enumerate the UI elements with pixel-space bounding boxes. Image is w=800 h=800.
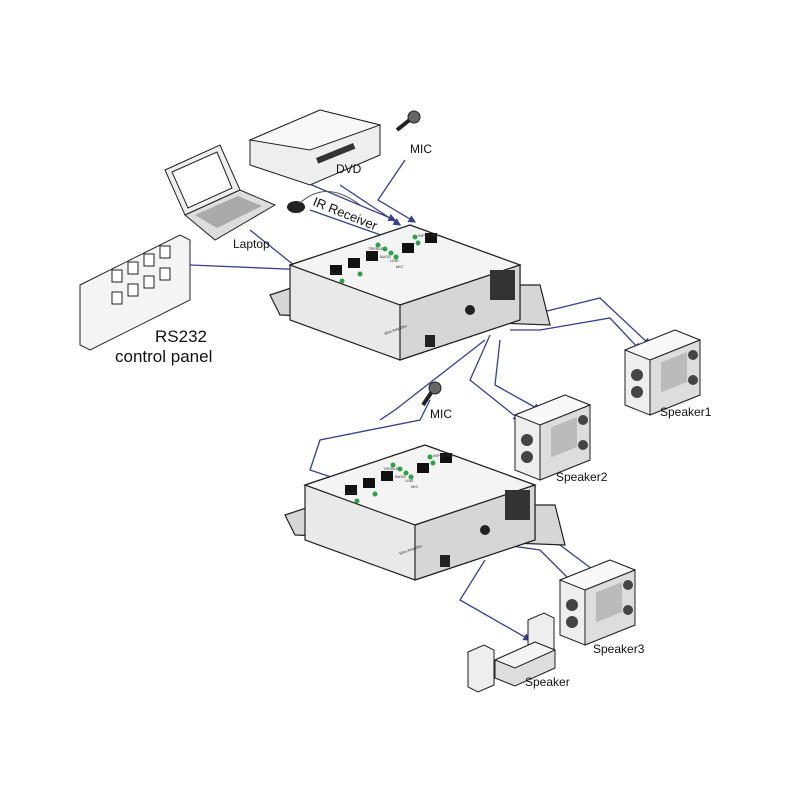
amp1-treble-label: TREBLE — [368, 246, 384, 251]
amp2-treble-label: TREBLE — [383, 466, 399, 471]
dvd-player — [248, 109, 382, 186]
rs232-label: RS232 — [155, 327, 207, 346]
stereo-speaker-system — [467, 612, 557, 693]
mic-bottom-label: MIC — [430, 407, 452, 421]
mic-top-label: MIC — [410, 142, 432, 156]
control-panel-label: control panel — [115, 347, 212, 366]
amp1-bass-label: BASS — [380, 254, 391, 259]
amp2-line-label: LINE — [405, 478, 414, 483]
amp2-mute-label: MUTE — [345, 490, 357, 495]
speaker1 — [624, 329, 701, 416]
mini-amplifier-1 — [269, 224, 551, 361]
microphone-icon — [395, 110, 421, 132]
speaker1-label: Speaker1 — [660, 405, 712, 419]
speaker2-label: Speaker2 — [556, 470, 608, 484]
microphone-icon — [421, 381, 442, 407]
amp2-bass-label: BASS — [395, 474, 406, 479]
speaker2 — [514, 394, 591, 481]
speaker3-label: Speaker3 — [593, 642, 645, 656]
amp1-line-label: LINE — [390, 258, 399, 263]
laptop-label: Laptop — [233, 237, 270, 251]
speaker3 — [559, 559, 636, 646]
amp2-input-sel-label: INPUT SEL — [433, 453, 454, 458]
ir-receiver-icon — [287, 190, 361, 213]
amp2-mic-label: MIC — [411, 484, 418, 489]
amp1-mute-label: MUTE — [330, 270, 342, 275]
rs232-control-panel — [79, 234, 191, 351]
amp1-mic-label: MIC — [396, 264, 403, 269]
laptop — [164, 144, 277, 241]
dvd-label: DVD — [336, 162, 362, 176]
amp1-input-sel-label: INPUT SEL — [418, 233, 439, 238]
speaker-label: Speaker — [525, 675, 570, 689]
